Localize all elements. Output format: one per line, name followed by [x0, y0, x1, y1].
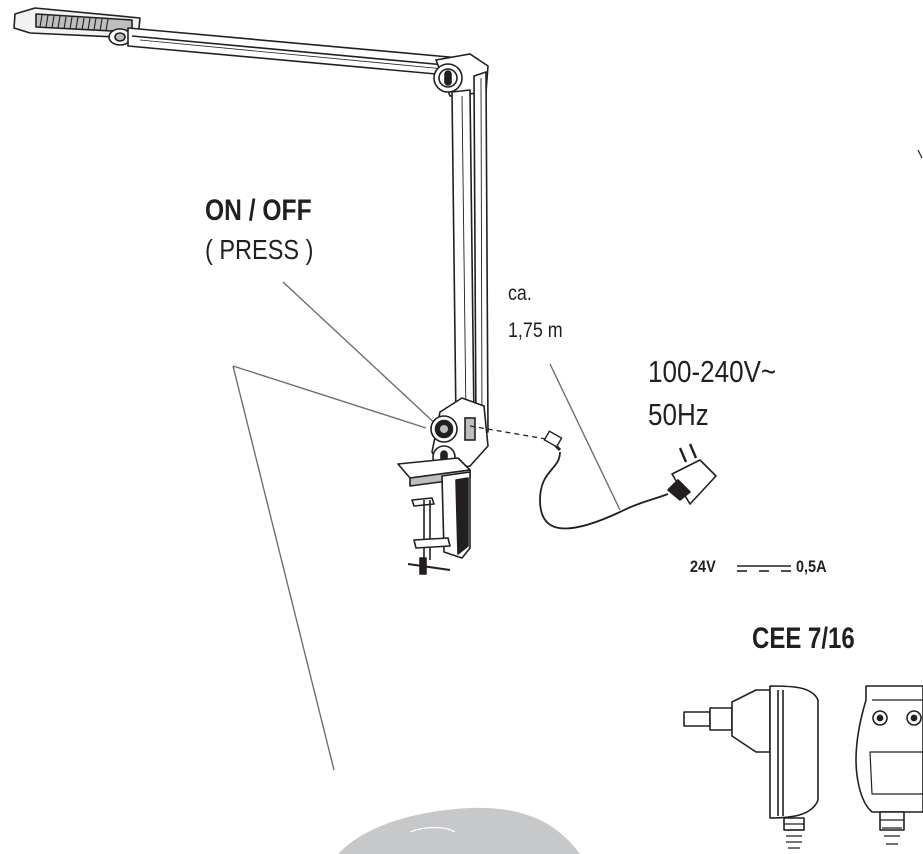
plug-standard-label: CEE 7/16 [752, 622, 855, 655]
lower-hinge [430, 397, 489, 471]
input-frequency-label: 50Hz [648, 397, 709, 432]
base-disc [338, 807, 580, 854]
elbow-hinge [433, 53, 489, 97]
dc-symbol [737, 565, 791, 572]
switch-label-action: ( PRESS ) [205, 234, 314, 265]
edge-fragment [917, 149, 923, 159]
pointer-lines [232, 281, 621, 771]
plug-front-view [855, 685, 923, 845]
cable-length-label: 1,75 m [508, 319, 563, 342]
lamp-head [13, 7, 141, 46]
power-cable [539, 430, 669, 530]
plug-side-view [683, 685, 819, 849]
vertical-arm [451, 71, 489, 435]
output-voltage-label: 24V [690, 557, 716, 576]
cable-dashed [469, 425, 553, 441]
input-voltage-label: 100-240V~ [648, 354, 777, 389]
power-adapter [667, 443, 717, 505]
switch-label-title: ON / OFF [205, 194, 312, 227]
output-current-label: 0,5A [796, 557, 827, 576]
desk-clamp [397, 457, 471, 575]
upper-arm [127, 27, 461, 77]
cable-approx-label: ca. [508, 282, 532, 305]
